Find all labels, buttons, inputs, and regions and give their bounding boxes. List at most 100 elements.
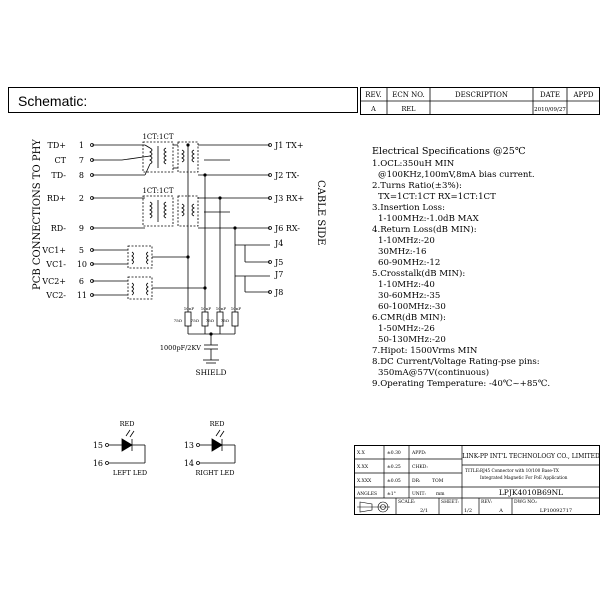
shield-cap-label: 1000pF/2KV — [160, 344, 201, 352]
pin-num-1: 1 — [79, 141, 84, 150]
right-led-cathode: 14 — [184, 459, 194, 468]
ecn-col-header: ECN NO. — [392, 91, 425, 99]
phy-side-label: PCB CONNECTIONS TO PHY — [32, 139, 43, 290]
spec-line: 1-50MHz:-26 — [378, 324, 435, 334]
schematic-heading: Schematic: — [18, 93, 88, 109]
rev-label: REV: — [481, 499, 492, 505]
pin-label-rd-plus: RD+ — [47, 194, 66, 203]
pin-num-2: 2 — [79, 194, 84, 203]
unit-value: mm — [436, 492, 445, 497]
tol1-label: X.X — [357, 450, 366, 456]
cap-label-3: 10nF — [216, 306, 227, 311]
right-led-color: RED — [210, 420, 225, 428]
cap-label-2: 10nF — [201, 306, 212, 311]
part-number: LPJK4010B69NL — [499, 488, 563, 497]
spec-line: 4.Return Loss(dB MIN): — [372, 225, 477, 235]
pin-j7: J7 — [274, 270, 283, 279]
tol3-label: X.XXX — [357, 478, 372, 484]
spec-line: 30-60MHz:-35 — [378, 291, 441, 301]
spec-line: 5.Crosstalk(dB MIN): — [372, 269, 466, 279]
spec-line: 3.Insertion Loss: — [372, 203, 445, 213]
resistor-label-3: 75Ω — [206, 318, 215, 323]
resistor-label-4: 75Ω — [221, 318, 230, 323]
spec-line: 1.OCL:350uH MIN — [372, 159, 455, 169]
ecn-value: REL — [402, 105, 417, 113]
scale-value: 2/1 — [420, 508, 428, 514]
spec-line: 1-100MHz:-1.0dB MAX — [378, 214, 479, 224]
spec-line: TX=1CT:1CT RX=1CT:1CT — [378, 192, 496, 202]
pin-label-rd-minus: RD- — [51, 224, 67, 233]
left-led-label: LEFT LED — [113, 469, 147, 477]
unit-label: UNIT: — [412, 491, 426, 497]
tx-transformer-ratio: 1CT:1CT — [142, 133, 173, 141]
spec-line: 2.Turns Ratio(±3%): — [372, 181, 462, 191]
spec-line: @100KHz,100mV,8mA bias current. — [378, 170, 535, 180]
pin-j3: J3 RX+ — [274, 194, 304, 203]
resistor-label-1: 75Ω — [174, 318, 183, 323]
pin-num-6: 6 — [79, 277, 84, 286]
right-led-anode: 13 — [184, 441, 194, 450]
specs-title: Electrical Specifications @25℃ — [372, 146, 526, 157]
pin-j8: J8 — [274, 288, 283, 297]
spec-line: 1-10MHz:-20 — [378, 236, 435, 246]
tol2-value: ±0.25 — [387, 464, 401, 470]
tol3-value: ±0.05 — [387, 478, 401, 484]
left-led-color: RED — [120, 420, 135, 428]
spec-line: 50-130MHz:-20 — [378, 335, 446, 345]
left-led-anode: 15 — [93, 441, 103, 450]
desc-col-header: DESCRIPTION — [455, 91, 508, 99]
appd-label: APPD: — [411, 450, 427, 456]
tol2-label: X.XX — [357, 464, 369, 470]
company-name: LINK-PP INT'L TECHNOLOGY CO., LIMITED — [462, 453, 600, 460]
spec-line: 8.DC Current/Voltage Rating-pse pins: — [372, 357, 540, 367]
dwg-value: LP10092717 — [540, 508, 572, 514]
dr-label: DR: — [412, 478, 421, 484]
cap-label-4: 10nF — [231, 306, 242, 311]
spec-line: 60-100MHz:-30 — [378, 302, 446, 312]
tol1-value: ±0.30 — [387, 450, 401, 456]
pin-label-vc2-plus: VC2+ — [41, 277, 66, 286]
date-value: 2010/09/27 — [534, 107, 566, 113]
pin-j5: J5 — [274, 258, 283, 267]
spec-line: 60-90MHz:-12 — [378, 258, 441, 268]
pin-label-vc1-minus: VC1- — [45, 260, 66, 269]
spec-line: 9.Operating Temperature: -40℃~+85℃. — [372, 379, 551, 389]
sheet-label: SHEET: — [441, 499, 459, 505]
cap-label-1: 10nF — [184, 306, 195, 311]
projection-symbol-icon — [357, 501, 390, 513]
pin-label-td-minus: TD- — [51, 171, 66, 180]
scale-label: SCALE: — [398, 499, 416, 505]
angles-label: ANGLES — [356, 491, 377, 497]
pin-j4: J4 — [274, 239, 283, 248]
right-led-label: RIGHT LED — [196, 469, 235, 477]
pin-j6: J6 RX- — [274, 224, 300, 233]
chkd-label: CHKD: — [412, 464, 428, 470]
left-led-cathode: 16 — [93, 459, 103, 468]
spec-line: 6.CMR(dB MIN): — [372, 313, 446, 323]
pin-num-5: 5 — [79, 246, 84, 255]
pin-num-9: 9 — [79, 224, 84, 233]
pin-num-10: 10 — [77, 260, 87, 269]
dwg-label: DWG NO.: — [514, 499, 538, 505]
spec-line: 350mA@57V(continuous) — [378, 368, 490, 378]
spec-line: 1-10MHz:-40 — [378, 280, 435, 290]
sheet-value: 1/2 — [464, 508, 472, 514]
pin-label-ct: CT — [55, 156, 67, 165]
pin-num-8: 8 — [79, 171, 84, 180]
pin-j1: J1 TX+ — [274, 141, 304, 150]
rev-col-header: REV. — [365, 91, 381, 99]
spec-line: 7.Hipot: 1500Vrms MIN — [372, 346, 478, 356]
shield-label: SHIELD — [195, 368, 226, 377]
pin-num-7: 7 — [79, 156, 84, 165]
schematic-heading-box — [8, 87, 358, 113]
title-line-2: Integrated Magnetic For PoE Application — [480, 475, 568, 480]
pin-label-td-plus: TD+ — [48, 141, 66, 150]
title-line-1: RJ45 Connector with 10/100 Base-TX — [480, 468, 559, 473]
spec-line: 30MHz:-16 — [378, 247, 427, 257]
pin-label-vc1-plus: VC1+ — [41, 246, 66, 255]
pin-label-vc2-minus: VC2- — [45, 291, 66, 300]
rev-value: A — [370, 105, 376, 113]
cable-side-label: CABLE SIDE — [315, 180, 326, 245]
